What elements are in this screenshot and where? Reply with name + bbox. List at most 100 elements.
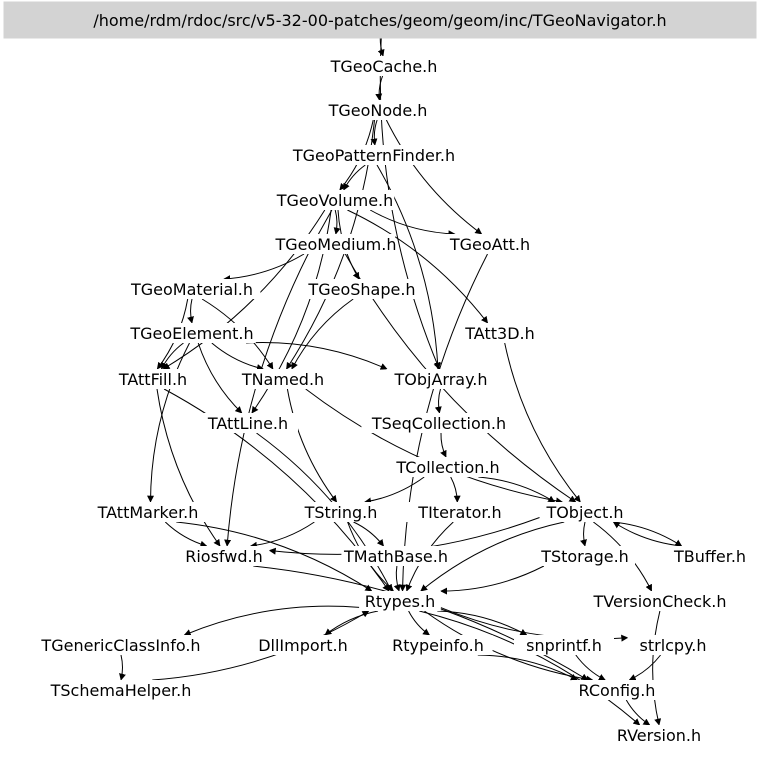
node-label-rconfig: RConfig.h	[579, 681, 656, 700]
edge-tattmarker-to-rtypes	[176, 521, 373, 592]
edge-tversioncheck-to-rversion	[652, 610, 662, 726]
node-label-tobject: TObject.h	[545, 503, 623, 522]
node-tattmarker[interactable]: TAttMarker.h	[88, 502, 208, 522]
node-riosfwd[interactable]: Riosfwd.h	[178, 546, 270, 566]
node-tschemahelper[interactable]: TSchemaHelper.h	[48, 680, 194, 700]
node-background	[329, 56, 439, 76]
edge-tgeoelement-to-tobjarray	[246, 342, 388, 370]
node-label-titerator: TIterator.h	[417, 503, 501, 522]
node-tatt3d[interactable]: TAtt3D.h	[459, 323, 541, 343]
edge-tgeopatternfinder-to-tgeovolume	[343, 164, 366, 191]
node-tgeopatternfinder[interactable]: TGeoPatternFinder.h	[282, 145, 466, 165]
node-tgeomedium[interactable]: TGeoMedium.h	[274, 234, 397, 254]
node-background	[88, 502, 208, 522]
node-tobject[interactable]: TObject.h	[539, 502, 631, 522]
edge-tschemahelper-to-rtypes	[152, 610, 370, 681]
node-dllimport[interactable]: DllImport.h	[248, 635, 358, 655]
node-background	[178, 546, 270, 566]
node-tgeoatt[interactable]: TGeoAtt.h	[444, 234, 536, 254]
node-tseqcollection[interactable]: TSeqCollection.h	[361, 413, 517, 433]
node-label-tmathbase: TMathBase.h	[343, 547, 448, 566]
edge-tobject-to-tstorage	[580, 521, 587, 547]
node-tgeomaterial[interactable]: TGeoMaterial.h	[123, 279, 261, 299]
node-background	[627, 635, 719, 655]
edge-tgeomedium-to-tgeomaterial	[223, 253, 305, 283]
edge-tobject-to-rtypes	[420, 521, 565, 592]
node-tbuffer[interactable]: TBuffer.h	[664, 546, 756, 566]
node-tobjarray[interactable]: TObjArray.h	[386, 369, 496, 389]
node-background	[282, 145, 466, 165]
node-background	[444, 234, 536, 254]
node-background	[29, 635, 213, 655]
node-background	[359, 591, 441, 611]
edge-tgeocache-to-tgeonode	[375, 75, 384, 101]
node-label-riosfwd: Riosfwd.h	[185, 547, 263, 566]
node-label-tgeopatternfinder: TGeoPatternFinder.h	[292, 146, 455, 165]
node-background	[275, 190, 395, 210]
node-rconfig[interactable]: RConfig.h	[571, 680, 663, 700]
node-background	[384, 457, 512, 477]
node-background	[405, 502, 515, 522]
node-rversion[interactable]: RVersion.h	[609, 725, 709, 745]
node-label-tversioncheck: TVersionCheck.h	[592, 592, 726, 611]
node-tgeoshape[interactable]: TGeoShape.h	[307, 279, 417, 299]
node-background	[295, 502, 387, 522]
node-tmathbase[interactable]: TMathBase.h	[341, 546, 451, 566]
node-label-tatt3d: TAtt3D.h	[464, 324, 534, 343]
node-label-tnamed: TNamed.h	[241, 370, 324, 389]
node-background	[341, 546, 451, 566]
root-node-box	[3, 1, 757, 39]
node-strlcpy[interactable]: strlcpy.h	[627, 635, 719, 655]
node-tattline[interactable]: TAttLine.h	[198, 413, 298, 433]
node-tattfill[interactable]: TAttFill.h	[103, 369, 203, 389]
node-snprintf[interactable]: snprintf.h	[514, 635, 614, 655]
edge-tcollection-to-tobject	[478, 476, 556, 503]
node-tstring[interactable]: TString.h	[295, 502, 387, 522]
node-tgeonode[interactable]: TGeoNode.h	[328, 100, 428, 120]
edge-tattfill-to-riosfwd	[156, 388, 221, 547]
edge-tgeonode-to-tgeoatt	[385, 119, 483, 235]
node-tgeovolume[interactable]: TGeoVolume.h	[275, 190, 395, 210]
node-background	[383, 635, 493, 655]
edge-tstring-to-tmathbase	[353, 521, 384, 547]
node-background	[198, 413, 298, 433]
node-background	[103, 369, 203, 389]
node-label-tseqcollection: TSeqCollection.h	[371, 414, 506, 433]
node-label-tgeoelement: TGeoElement.h	[129, 324, 253, 343]
node-label-dllimport: DllImport.h	[258, 636, 348, 655]
edge-riosfwd-to-rconfig	[253, 565, 589, 681]
edge-snprintf-to-rconfig	[575, 654, 606, 681]
node-background	[459, 323, 541, 343]
node-background	[242, 369, 324, 389]
edge-rconfig-to-rversion	[625, 699, 651, 726]
node-tgeoelement[interactable]: TGeoElement.h	[128, 323, 256, 343]
edge-rtypes-to-strlcpy	[440, 607, 629, 642]
node-label-tattfill: TAttFill.h	[118, 370, 187, 389]
root-node-label: /home/rdm/rdoc/src/v5-32-00-patches/geom…	[93, 11, 666, 30]
node-tversioncheck[interactable]: TVersionCheck.h	[587, 591, 733, 611]
node-label-tgeocache: TGeoCache.h	[330, 57, 438, 76]
node-rtypeinfo[interactable]: Rtypeinfo.h	[383, 635, 493, 655]
node-titerator[interactable]: TIterator.h	[405, 502, 515, 522]
node-tgeocache[interactable]: TGeoCache.h	[329, 56, 439, 76]
node-label-rtypeinfo: Rtypeinfo.h	[392, 636, 484, 655]
node-tnamed[interactable]: TNamed.h	[241, 369, 324, 389]
node-rtypes[interactable]: Rtypes.h	[359, 591, 441, 611]
node-label-tstorage: TStorage.h	[540, 547, 629, 566]
node-background	[664, 546, 756, 566]
node-tstorage[interactable]: TStorage.h	[535, 546, 635, 566]
node-background	[48, 680, 194, 700]
node-label-tgeovolume: TGeoVolume.h	[276, 191, 394, 210]
node-label-tgeoatt: TGeoAtt.h	[449, 235, 530, 254]
node-tgenericclassinfo[interactable]: TGenericClassInfo.h	[29, 635, 213, 655]
node-background	[539, 502, 631, 522]
edge-tgenericclassinfo-to-tschemahelper	[119, 654, 126, 681]
node-tcollection[interactable]: TCollection.h	[384, 457, 512, 477]
edge-tstorage-to-rtypes	[440, 565, 545, 595]
node-label-tobjarray: TObjArray.h	[393, 370, 487, 389]
node-background	[361, 413, 517, 433]
root-node[interactable]: /home/rdm/rdoc/src/v5-32-00-patches/geom…	[3, 1, 757, 39]
node-background	[128, 323, 256, 343]
edge-rtypes-to-rversion	[419, 610, 641, 726]
node-label-tattmarker: TAttMarker.h	[97, 503, 199, 522]
